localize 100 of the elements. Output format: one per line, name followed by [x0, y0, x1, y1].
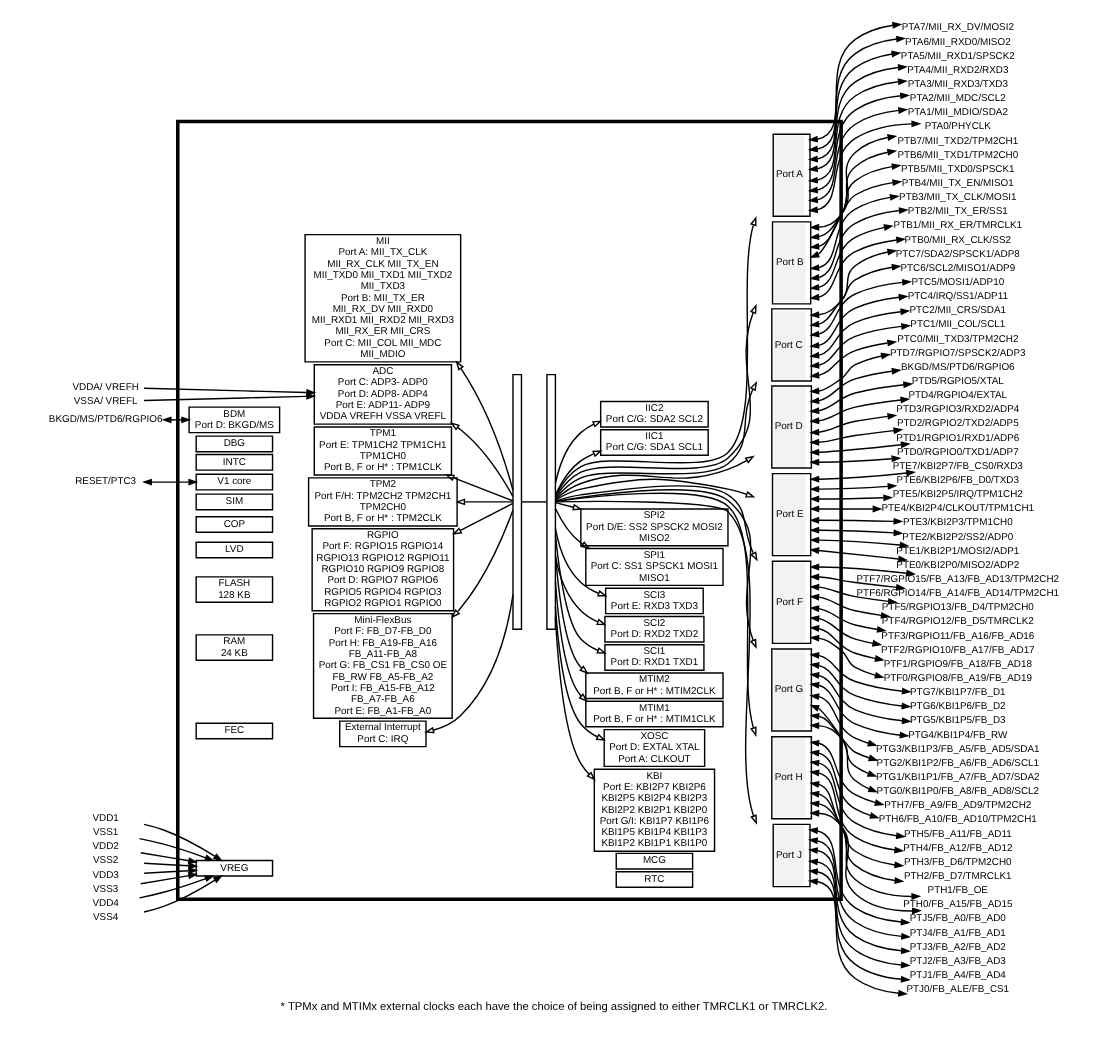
arrow — [808, 482, 897, 493]
arrow — [553, 528, 607, 597]
cluster — [175, 119, 842, 902]
arrow — [142, 387, 316, 396]
arrow — [139, 852, 198, 865]
arrow — [808, 671, 911, 725]
arrow — [142, 867, 198, 875]
arrow — [553, 508, 590, 550]
arrow — [806, 878, 908, 997]
arrow — [137, 837, 214, 862]
arrow — [553, 455, 754, 500]
arrow — [808, 207, 908, 281]
arrow — [808, 583, 897, 605]
arrow — [808, 381, 913, 415]
arrow — [808, 652, 911, 695]
arrow — [808, 625, 884, 662]
arrow — [808, 800, 921, 900]
arrow — [160, 416, 191, 424]
arrow — [553, 216, 756, 497]
arrow — [808, 634, 884, 679]
arrow — [554, 500, 757, 825]
arrow — [808, 605, 886, 633]
arrow — [423, 593, 513, 734]
arrow — [806, 868, 910, 983]
arrow — [808, 790, 904, 884]
arrow — [808, 681, 909, 739]
arrow — [806, 837, 911, 940]
arrow — [553, 420, 602, 484]
arrow — [808, 739, 884, 806]
arrow — [449, 509, 513, 619]
node-bar — [511, 373, 522, 630]
arrow — [808, 293, 908, 349]
arrow — [553, 485, 757, 562]
arrow — [806, 107, 908, 204]
arrow — [808, 516, 903, 525]
arrow — [142, 823, 222, 862]
arrow — [448, 422, 513, 497]
arrow — [808, 704, 878, 762]
arrow — [808, 573, 905, 591]
arrow — [806, 847, 910, 955]
arrow — [454, 498, 513, 506]
arrow — [806, 827, 910, 926]
arrow — [808, 494, 893, 503]
arrow — [553, 606, 606, 741]
arrow — [808, 193, 899, 272]
arrow — [808, 615, 882, 647]
arrow — [808, 749, 879, 819]
arrow — [553, 450, 602, 496]
arrow — [808, 769, 904, 854]
arrow — [808, 526, 903, 537]
arrow — [553, 303, 756, 498]
arrow — [142, 392, 316, 402]
arrow — [808, 278, 912, 338]
node-bar — [545, 373, 556, 630]
arrow — [553, 492, 756, 737]
arrow — [808, 536, 909, 549]
arrow — [806, 64, 907, 173]
arrow — [806, 120, 921, 214]
arrow — [806, 858, 910, 969]
arrow — [454, 360, 513, 491]
arrow — [806, 78, 907, 184]
arrow — [808, 352, 890, 395]
arrow — [808, 505, 882, 513]
arrow — [808, 722, 878, 793]
arrow — [806, 35, 906, 153]
arrow — [142, 875, 222, 913]
arrow — [808, 809, 921, 915]
arrow — [808, 339, 897, 379]
arrow — [137, 875, 214, 899]
arrow — [808, 412, 897, 436]
arrow — [808, 469, 916, 483]
arrow — [808, 427, 903, 446]
arrow — [553, 489, 756, 650]
arrow — [553, 616, 595, 781]
arrow — [808, 693, 877, 747]
connector — [519, 501, 547, 503]
arrow — [808, 308, 910, 359]
arrow — [808, 148, 897, 241]
arrow — [806, 50, 901, 163]
arrow — [806, 92, 910, 194]
arrow — [553, 580, 588, 703]
arrow — [808, 781, 904, 869]
arrow — [451, 502, 513, 535]
arrow — [808, 455, 901, 466]
arrow — [808, 163, 901, 250]
arrow — [806, 21, 902, 143]
arrow — [142, 862, 198, 870]
arrow — [808, 441, 910, 456]
arrow — [808, 134, 897, 231]
arrow — [808, 547, 908, 563]
arrow — [443, 474, 513, 502]
arrow — [808, 662, 911, 710]
arrow — [553, 380, 757, 500]
arrow — [553, 555, 606, 626]
arrow — [139, 872, 198, 885]
arrow — [808, 248, 897, 319]
arrow — [553, 553, 588, 675]
arrow — [808, 593, 890, 619]
arrow — [808, 236, 906, 301]
arrow — [808, 396, 910, 425]
